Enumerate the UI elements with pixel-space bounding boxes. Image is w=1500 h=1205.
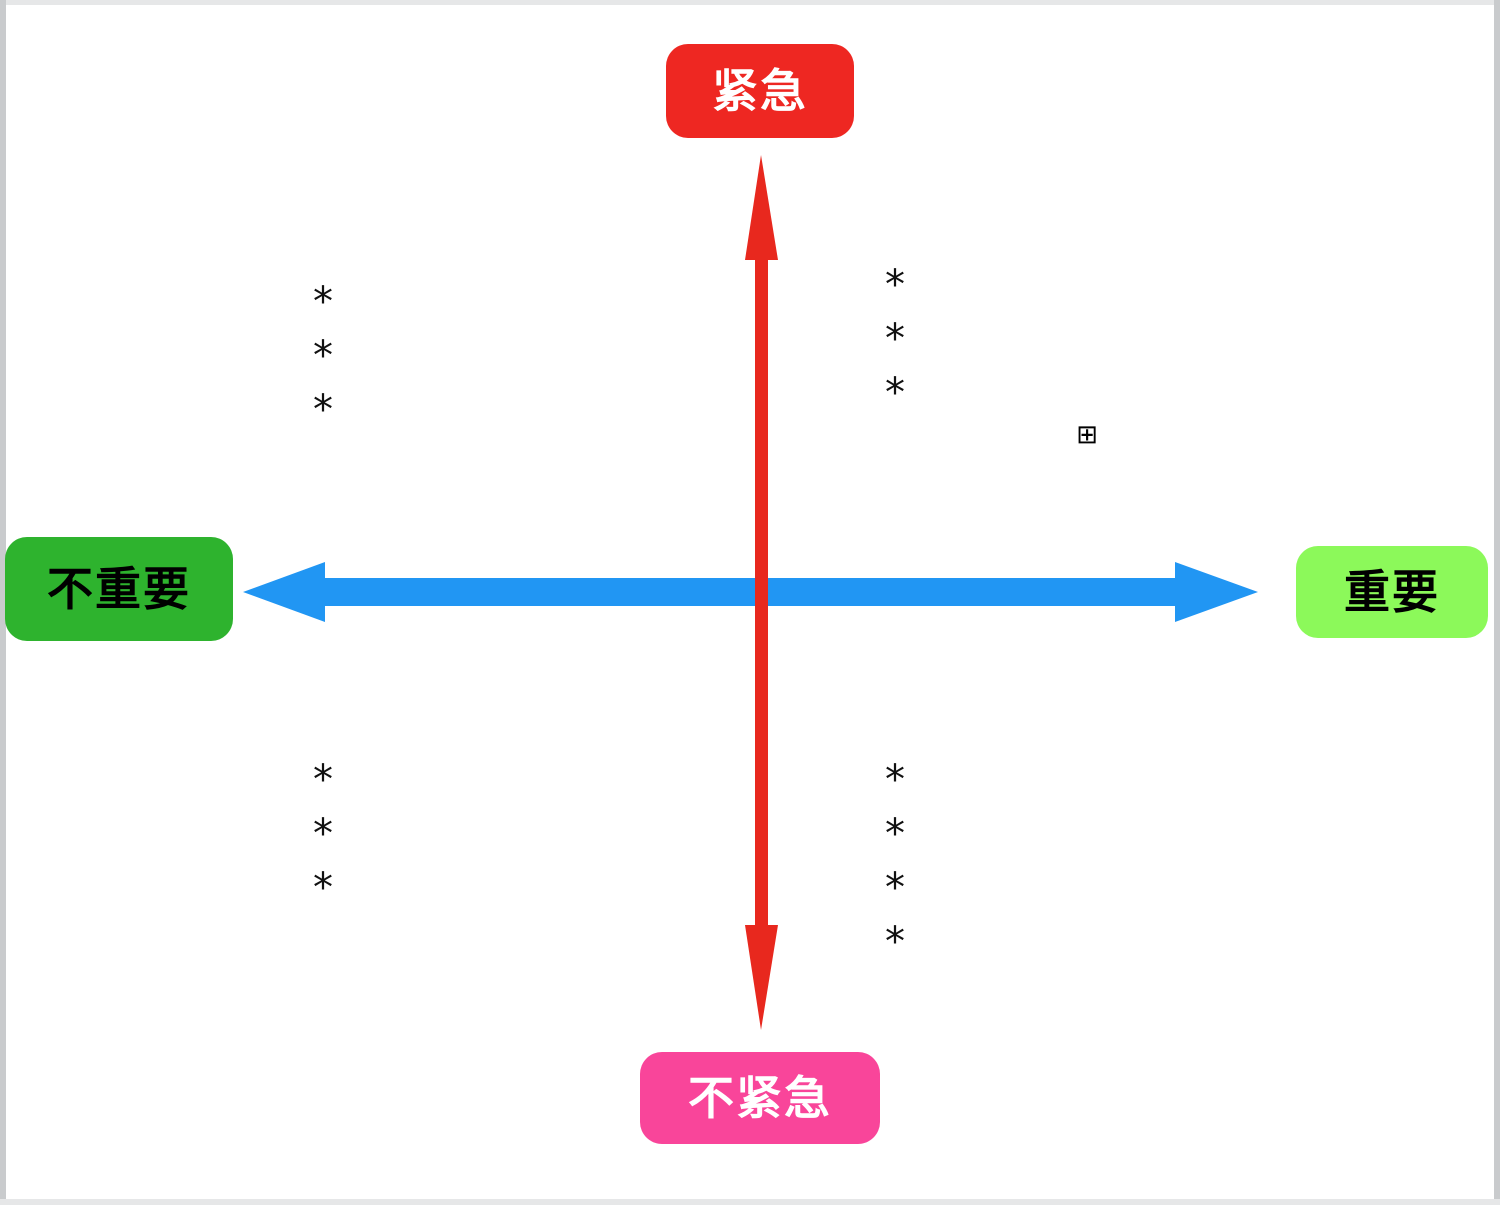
frame-bottom-edge: [0, 1199, 1500, 1205]
asterisk-marker: *: [885, 865, 905, 911]
asterisk-marker: *: [313, 757, 333, 803]
asterisk-marker: *: [885, 370, 905, 416]
quadrant-markers-top-right: * * *: [885, 265, 905, 427]
label-important[interactable]: 重要: [1296, 546, 1488, 638]
asterisk-marker: *: [313, 865, 333, 911]
asterisk-marker: *: [313, 387, 333, 433]
quadrant-markers-top-left: * * *: [313, 282, 333, 444]
asterisk-marker: *: [885, 316, 905, 362]
asterisk-marker: *: [885, 919, 905, 965]
quadrant-markers-bottom-right: * * * *: [885, 760, 905, 976]
square-plus-icon[interactable]: ⊞: [1076, 420, 1098, 450]
frame-left-edge: [0, 0, 6, 1205]
label-urgent[interactable]: 紧急: [666, 44, 854, 138]
asterisk-marker: *: [313, 279, 333, 325]
label-not-urgent[interactable]: 不紧急: [640, 1052, 880, 1144]
asterisk-marker: *: [313, 333, 333, 379]
label-not-important[interactable]: 不重要: [5, 537, 233, 641]
horizontal-axis-arrow: [243, 562, 1258, 622]
asterisk-marker: *: [885, 262, 905, 308]
asterisk-marker: *: [313, 811, 333, 857]
vertical-axis-arrow: [745, 155, 778, 1030]
frame-right-edge: [1494, 0, 1500, 1205]
asterisk-marker: *: [885, 757, 905, 803]
quadrant-markers-bottom-left: * * *: [313, 760, 333, 922]
frame-top-edge: [0, 0, 1500, 5]
asterisk-marker: *: [885, 811, 905, 857]
